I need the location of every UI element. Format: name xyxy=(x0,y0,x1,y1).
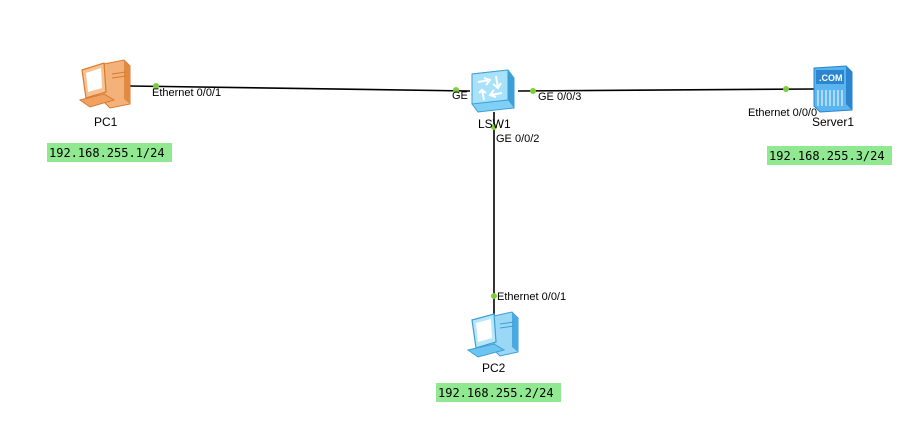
port-label-pc2-eth: Ethernet 0/0/1 xyxy=(497,291,566,303)
port-label-server1-eth: Ethernet 0/0/0 xyxy=(748,107,817,119)
port-dot-lsw1-ge001[interactable] xyxy=(453,87,459,93)
port-label-pc1-eth: Ethernet 0/0/1 xyxy=(152,87,221,99)
lsw1-label: LSW1 xyxy=(478,117,511,131)
switch-icon xyxy=(471,69,515,113)
pc1-ip-label: 192.168.255.1/24 xyxy=(47,143,172,162)
pc2-label: PC2 xyxy=(482,361,506,375)
port-dot-lsw1-ge002[interactable] xyxy=(491,124,497,130)
port-dot-lsw1-ge003[interactable] xyxy=(530,88,536,94)
pc1-label: PC1 xyxy=(94,115,118,129)
port-dot-pc2-eth001[interactable] xyxy=(491,293,497,299)
server1-device[interactable]: .COM Server1 xyxy=(812,65,854,129)
link-lsw1-server1 xyxy=(517,88,816,92)
link-pc1-lsw1 xyxy=(129,85,471,92)
port-dot-pc1-eth001[interactable] xyxy=(153,83,159,89)
pc1-device[interactable]: PC1 xyxy=(78,59,131,129)
port-label-lsw1-ge002: GE 0/0/2 xyxy=(496,133,539,145)
pc-icon xyxy=(466,311,519,358)
port-label-lsw1-ge003: GE 0/0/3 xyxy=(538,91,581,103)
pc1-ip-text: 192.168.255.1/24 xyxy=(49,146,165,160)
server1-ip-text: 192.168.255.3/24 xyxy=(769,149,885,163)
port-dot-server1-eth000[interactable] xyxy=(783,86,789,92)
server1-ip-label: 192.168.255.3/24 xyxy=(767,146,892,165)
pc2-ip-text: 192.168.255.2/24 xyxy=(438,386,554,400)
server-icon: .COM xyxy=(813,65,853,113)
pc2-device[interactable]: PC2 xyxy=(466,311,519,375)
server-badge: .COM xyxy=(819,73,843,83)
server1-label: Server1 xyxy=(812,115,854,129)
pc2-ip-label: 192.168.255.2/24 xyxy=(436,383,561,402)
pc-icon xyxy=(78,59,131,109)
lsw1-device[interactable]: LSW1 xyxy=(471,69,515,131)
